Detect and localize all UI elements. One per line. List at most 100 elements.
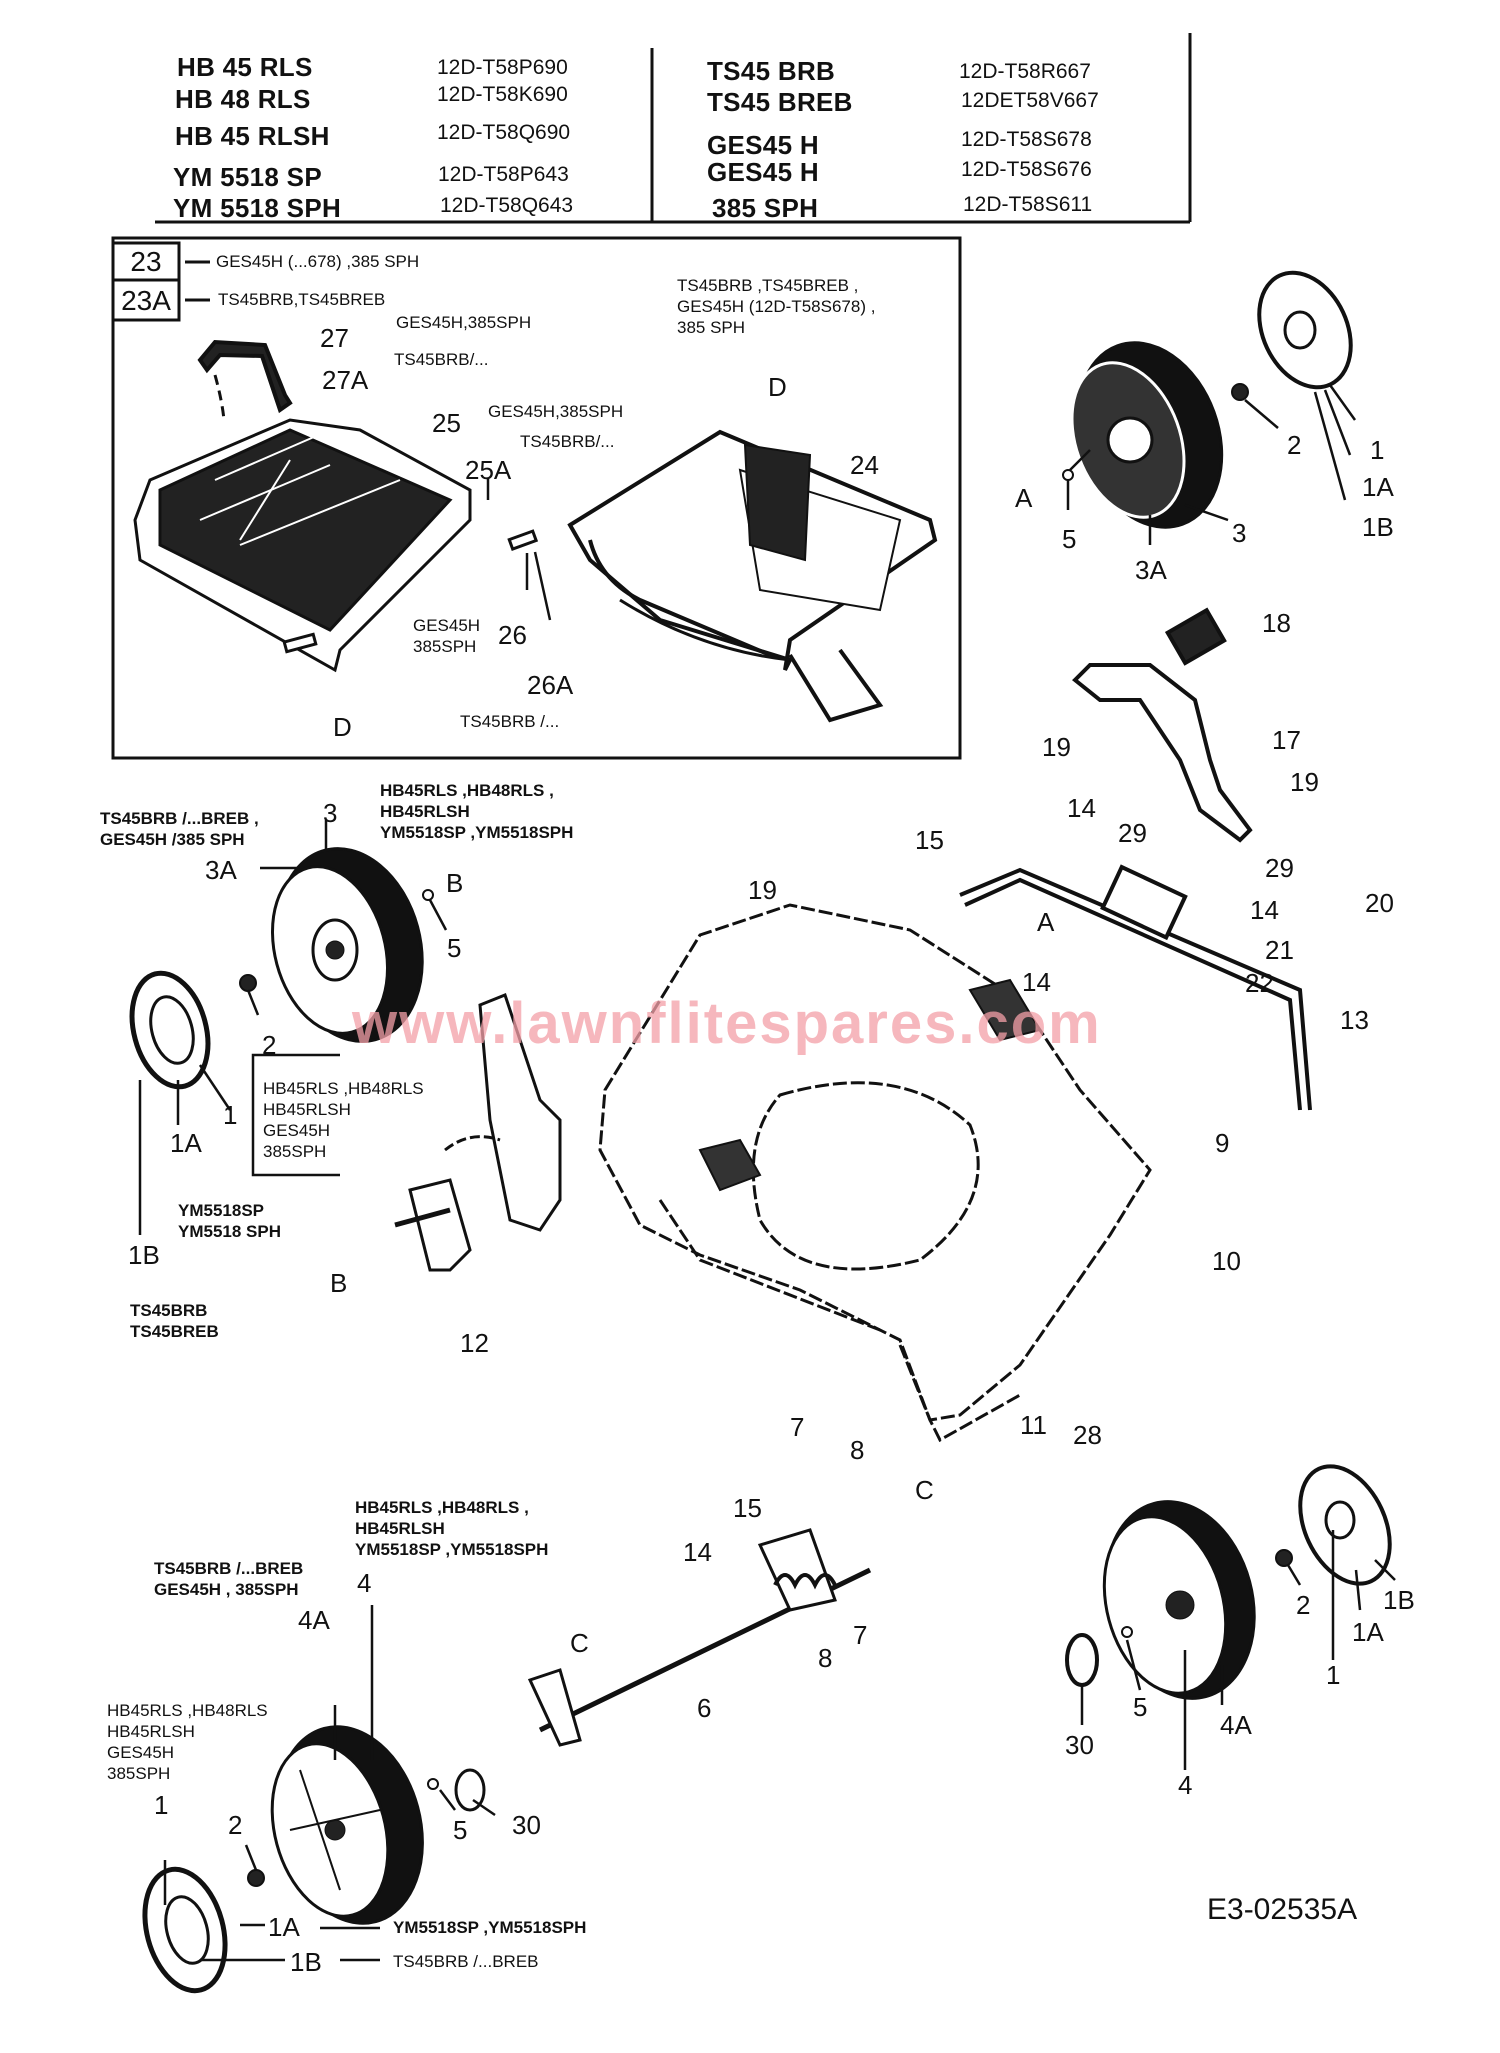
callout-1b: 1B xyxy=(290,1947,322,1977)
rear-wheel-left xyxy=(129,847,434,1090)
ref-c: C xyxy=(915,1475,934,1505)
callout-5: 5 xyxy=(1133,1692,1148,1722)
model-line: HB45RLSH xyxy=(355,1519,445,1538)
model-code: 12D-T58S611 xyxy=(963,193,1093,216)
callout-27a-models: TS45BRB/... xyxy=(394,350,489,369)
model-name: HB 48 RLS xyxy=(175,84,311,114)
callout-5: 5 xyxy=(447,933,462,963)
ref-b: B xyxy=(330,1268,348,1298)
model-line: HB45RLS ,HB48RLS , xyxy=(355,1498,529,1517)
ref-c: C xyxy=(570,1628,589,1658)
callout-26a-models: TS45BRB /... xyxy=(460,712,560,731)
callout-4a: 4A xyxy=(298,1605,330,1635)
model-name: YM 5518 SPH xyxy=(173,193,342,223)
model-code: 12D-T58P643 xyxy=(438,163,569,186)
callout-26a: 26A xyxy=(527,670,574,700)
legend-models-23a: TS45BRB,TS45BREB xyxy=(218,290,386,309)
models-1: HB45RLS ,HB48RLS HB45RLSH GES45H 385SPH xyxy=(107,1700,268,1784)
grass-catcher-frame xyxy=(111,236,962,760)
model-line: GES45H xyxy=(107,1743,175,1762)
applies-to-line: GES45H (12D-T58S678) , xyxy=(677,297,876,316)
models-1a: YM5518SP ,YM5518SPH xyxy=(393,1918,587,1937)
models-4a: TS45BRB /...BREB GES45H , 385SPH xyxy=(154,1558,303,1600)
callout-15: 15 xyxy=(733,1493,762,1523)
callout-5: 5 xyxy=(453,1815,468,1845)
callout-3: 3 xyxy=(323,798,338,828)
model-line: GES45H xyxy=(263,1121,331,1140)
model-line: TS45BRB /...BREB , xyxy=(100,809,259,828)
callout-10: 10 xyxy=(1212,1246,1241,1276)
model-line: HB45RLSH xyxy=(107,1722,195,1741)
callout-1a: 1A xyxy=(1362,472,1394,502)
rear-wheel-right xyxy=(1062,270,1353,529)
callout-14: 14 xyxy=(1067,793,1096,823)
callout-14: 14 xyxy=(1022,967,1051,997)
pin-26 xyxy=(282,529,539,654)
model-line: HB45RLS ,HB48RLS xyxy=(263,1079,424,1098)
callout-1b: 1B xyxy=(1383,1585,1415,1615)
applies-to-line: 385 SPH xyxy=(677,318,746,337)
ref-b: B xyxy=(446,868,464,898)
diagram-code: E3-02535A xyxy=(1207,1893,1358,1926)
model-code: 12D-T58S676 xyxy=(961,158,1092,181)
model-line: YM5518SP ,YM5518SPH xyxy=(355,1540,549,1559)
callout-19: 19 xyxy=(748,875,777,905)
legend-part-23: 23 xyxy=(130,246,162,277)
callout-7: 7 xyxy=(853,1620,868,1650)
callout-21: 21 xyxy=(1265,935,1294,965)
callout-2: 2 xyxy=(228,1810,243,1840)
callout-15: 15 xyxy=(915,825,944,855)
callout-3a: 3A xyxy=(205,855,237,885)
callout-9: 9 xyxy=(1215,1128,1230,1158)
model-name: HB 45 RLS xyxy=(177,52,313,82)
model-code: 12DET58V667 xyxy=(961,89,1099,112)
callout-7: 7 xyxy=(790,1412,805,1442)
model-line: YM5518SP ,YM5518SPH xyxy=(380,823,574,842)
model-code: 12D-T58Q643 xyxy=(440,194,574,217)
model-code: 12D-T58Q690 xyxy=(437,121,571,144)
models-3a: TS45BRB /...BREB , GES45H /385 SPH xyxy=(100,808,259,850)
callout-1b: 1B xyxy=(128,1240,160,1270)
callout-30: 30 xyxy=(1065,1730,1094,1760)
callout-25a-models: TS45BRB/... xyxy=(520,432,615,451)
handle-bar xyxy=(959,864,1312,1111)
callout-18: 18 xyxy=(1262,608,1291,638)
callout-1: 1 xyxy=(1326,1660,1341,1690)
callout-19: 19 xyxy=(1290,767,1319,797)
model-line: YM5518SP xyxy=(178,1201,264,1220)
legend-models-23: GES45H (...678) ,385 SPH xyxy=(216,252,420,271)
model-line: HB45RLS ,HB48RLS xyxy=(107,1701,268,1720)
callout-11: 11 xyxy=(1020,1410,1047,1440)
callout-2: 2 xyxy=(1287,430,1302,460)
callout-26: 26 xyxy=(498,620,527,650)
callout-30: 30 xyxy=(512,1810,541,1840)
model-line: HB45RLS ,HB48RLS , xyxy=(380,781,554,800)
callout-6: 6 xyxy=(697,1693,712,1723)
model-line: HB45RLSH xyxy=(380,802,470,821)
model-line: HB45RLSH xyxy=(263,1100,351,1119)
model-name: TS45 BRB xyxy=(707,56,836,86)
callout-14: 14 xyxy=(683,1537,712,1567)
model-line: 385SPH xyxy=(263,1142,327,1161)
front-axle xyxy=(527,1528,872,1747)
callout-19: 19 xyxy=(1042,732,1071,762)
models-1a: YM5518SP YM5518 SPH xyxy=(178,1200,281,1242)
callout-1: 1 xyxy=(154,1790,169,1820)
model-line: TS45BREB xyxy=(130,1322,219,1341)
callout-2: 2 xyxy=(262,1030,277,1060)
callout-4: 4 xyxy=(1178,1770,1193,1800)
model-line: 385SPH xyxy=(413,637,477,656)
callout-17: 17 xyxy=(1272,725,1301,755)
deck-vents xyxy=(698,978,1042,1192)
model-code: 12D-T58R667 xyxy=(959,60,1091,83)
model-line: GES45H /385 SPH xyxy=(100,830,245,849)
models-3: HB45RLS ,HB48RLS , HB45RLSH YM5518SP ,YM… xyxy=(380,780,573,843)
model-name: YM 5518 SP xyxy=(173,162,322,192)
callout-2: 2 xyxy=(1296,1590,1311,1620)
callout-25: 25 xyxy=(432,408,461,438)
callout-26-models: GES45H 385SPH xyxy=(413,615,480,657)
model-code: 12D-T58P690 xyxy=(437,56,568,79)
models-4: HB45RLS ,HB48RLS , HB45RLSH YM5518SP ,YM… xyxy=(355,1497,548,1560)
callout-22: 22 xyxy=(1245,968,1274,998)
callout-8: 8 xyxy=(818,1643,833,1673)
